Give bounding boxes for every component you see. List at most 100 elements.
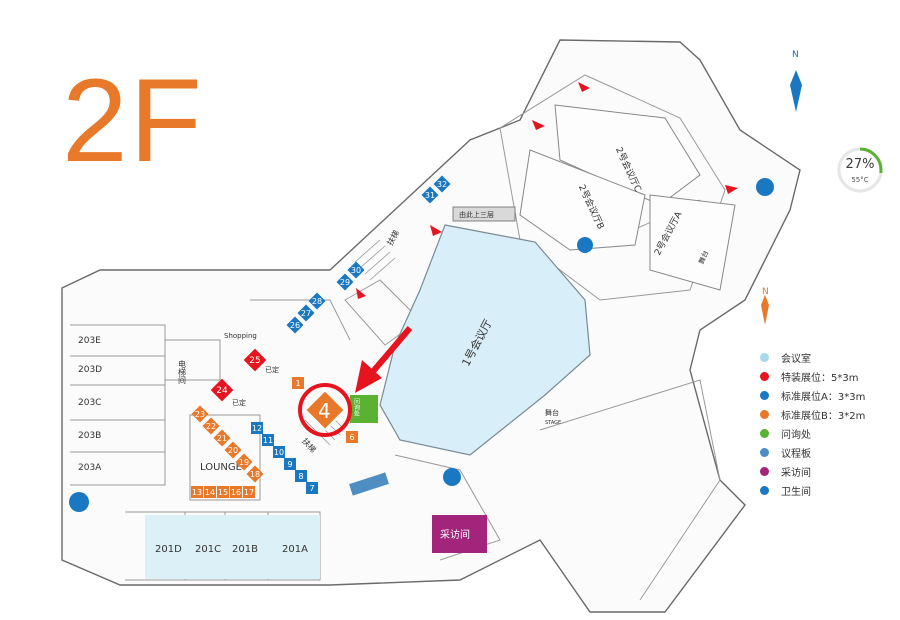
legend-dot bbox=[760, 410, 769, 419]
booth-17[interactable]: 17 bbox=[243, 486, 255, 498]
booth-29[interactable]: 29 bbox=[336, 273, 354, 291]
booth-mark[interactable] bbox=[262, 434, 274, 446]
booth-mark[interactable] bbox=[224, 441, 242, 459]
booth-number: 32 bbox=[437, 180, 447, 189]
booth-mark[interactable] bbox=[213, 429, 231, 447]
booth-mark[interactable] bbox=[273, 446, 285, 458]
booth-12[interactable]: 12 bbox=[251, 422, 263, 434]
booth-1[interactable]: 1 bbox=[292, 377, 304, 389]
booth-mark[interactable] bbox=[202, 417, 220, 435]
booth-19[interactable]: 19 bbox=[235, 453, 253, 471]
info-desk[interactable] bbox=[350, 395, 378, 423]
booth-number: 14 bbox=[205, 488, 215, 497]
legend-compass-north-label: N bbox=[762, 287, 769, 297]
booth-mark[interactable] bbox=[251, 422, 263, 434]
legend-item: 标准展位B：3*2m bbox=[760, 405, 890, 424]
restroom-icon bbox=[69, 178, 774, 512]
booth-13[interactable]: 13 bbox=[191, 486, 203, 498]
legend-label: 标准展位B：3*2m bbox=[781, 411, 866, 422]
legend-label: 议程板 bbox=[781, 449, 811, 460]
booth-15[interactable]: 15 bbox=[217, 486, 229, 498]
hall-2c[interactable] bbox=[554, 104, 701, 206]
hall-2b[interactable] bbox=[519, 149, 646, 251]
booth-31[interactable]: 31 bbox=[421, 186, 439, 204]
booth-number: 29 bbox=[340, 278, 350, 287]
booth-number: 16 bbox=[231, 488, 241, 497]
booth-mark[interactable] bbox=[230, 486, 242, 498]
booth-number: 8 bbox=[298, 472, 303, 481]
booth-6[interactable]: 6 bbox=[346, 431, 358, 443]
booth-mark[interactable] bbox=[347, 261, 365, 279]
booth-mark[interactable] bbox=[284, 458, 296, 470]
booth-number: 9 bbox=[287, 460, 292, 469]
booth-20[interactable]: 20 bbox=[224, 441, 242, 459]
booth-21[interactable]: 21 bbox=[213, 429, 231, 447]
legend-dot bbox=[760, 429, 769, 438]
booth-10[interactable]: 10 bbox=[273, 446, 285, 458]
booth-8[interactable]: 8 bbox=[295, 470, 307, 482]
legend-item: 问询处 bbox=[760, 424, 890, 443]
booth-mark[interactable] bbox=[286, 316, 304, 334]
legend-item: 采访间 bbox=[760, 462, 890, 481]
highlight-booth[interactable] bbox=[303, 388, 347, 432]
booth-number: 1 bbox=[295, 379, 300, 388]
booth-26[interactable]: 26 bbox=[286, 316, 304, 334]
booth-mark[interactable] bbox=[306, 482, 318, 494]
legend-dot bbox=[760, 372, 769, 381]
humidity-gauge-ring bbox=[837, 147, 883, 193]
booth-mark[interactable] bbox=[191, 486, 203, 498]
legend-item: 卫生间 bbox=[760, 481, 890, 500]
booth-number: 23 bbox=[195, 410, 205, 419]
legend-item: 会议室 bbox=[760, 348, 890, 367]
hall-1[interactable] bbox=[379, 224, 591, 456]
booth-32[interactable]: 32 bbox=[433, 175, 451, 193]
booth-mark[interactable] bbox=[346, 431, 358, 443]
booth-mark[interactable] bbox=[243, 486, 255, 498]
booth-27[interactable]: 27 bbox=[297, 304, 315, 322]
booth-number: 20 bbox=[228, 446, 238, 455]
legend-label: 标准展位A：3*3m bbox=[781, 392, 866, 403]
booth-30[interactable]: 30 bbox=[347, 261, 365, 279]
room-203e: 203E bbox=[78, 336, 101, 346]
booth-mark[interactable] bbox=[295, 470, 307, 482]
booth-number: 11 bbox=[263, 436, 273, 445]
booth-mark[interactable] bbox=[235, 453, 253, 471]
booth-23[interactable]: 23 bbox=[191, 405, 209, 423]
legend-dot bbox=[760, 486, 769, 495]
agenda-board[interactable] bbox=[349, 472, 389, 496]
booth-mark[interactable] bbox=[297, 304, 315, 322]
upstairs-sign bbox=[452, 206, 516, 222]
booth-14[interactable]: 14 bbox=[204, 486, 216, 498]
info-desk-label: 问询处 bbox=[353, 397, 360, 417]
room-201c: 201C bbox=[195, 544, 221, 555]
booth-number: 28 bbox=[312, 297, 322, 306]
booth-9[interactable]: 9 bbox=[284, 458, 296, 470]
room-203d: 203D bbox=[78, 365, 102, 375]
booth-mark[interactable] bbox=[204, 486, 216, 498]
booth-mark[interactable] bbox=[292, 377, 304, 389]
hall-2a[interactable] bbox=[649, 194, 736, 291]
booth-number: 27 bbox=[301, 309, 311, 318]
booth-number: 7 bbox=[309, 484, 314, 493]
booth-16[interactable]: 16 bbox=[230, 486, 242, 498]
booth-22[interactable]: 22 bbox=[202, 417, 220, 435]
reserved-label: 已定 bbox=[232, 398, 246, 407]
booth-7[interactable]: 7 bbox=[306, 482, 318, 494]
booth-mark[interactable] bbox=[246, 465, 264, 483]
booth-mark[interactable] bbox=[433, 175, 451, 193]
location-arrow-icon bbox=[355, 326, 413, 393]
room-201d: 201D bbox=[155, 544, 182, 555]
booth-18[interactable]: 18 bbox=[246, 465, 264, 483]
booth-mark[interactable] bbox=[308, 292, 326, 310]
booth-mark[interactable] bbox=[191, 405, 209, 423]
booth-11[interactable]: 11 bbox=[262, 434, 274, 446]
booth-mark[interactable] bbox=[336, 273, 354, 291]
booth-mark[interactable] bbox=[217, 486, 229, 498]
booth-mark[interactable] bbox=[421, 186, 439, 204]
booth-28[interactable]: 28 bbox=[308, 292, 326, 310]
legend-label: 采访间 bbox=[781, 468, 811, 479]
booth-number: 26 bbox=[290, 321, 300, 330]
interview-room[interactable] bbox=[432, 515, 487, 553]
